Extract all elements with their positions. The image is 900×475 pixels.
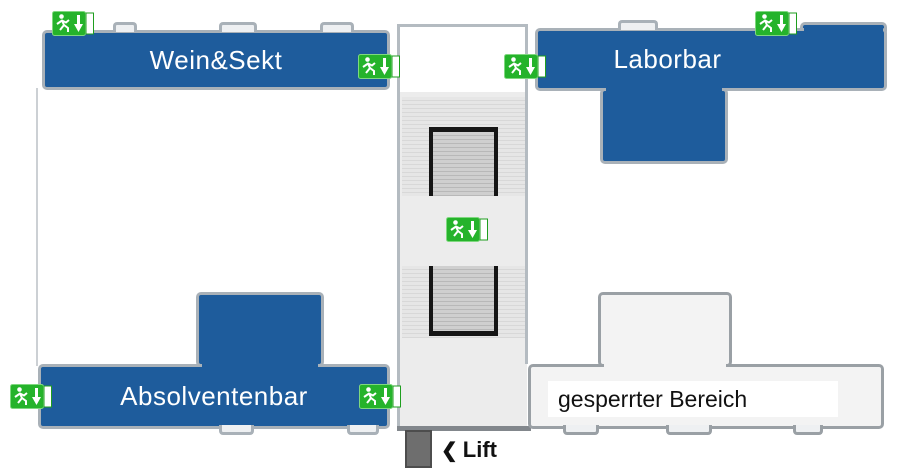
staircase-lower	[429, 266, 498, 336]
emergency-exit-icon	[359, 384, 401, 409]
room-label-text: Absolventenbar	[120, 381, 308, 411]
room-absolventenbar-extension	[196, 292, 324, 367]
emergency-exit-icon	[10, 384, 52, 409]
room-laborbar-step-join	[804, 26, 883, 34]
restricted-area-label-box: gesperrter Bereich	[548, 381, 838, 417]
door-notch	[320, 22, 354, 32]
door-notch	[113, 22, 137, 32]
room-laborbar	[535, 28, 887, 91]
emergency-exit-icon	[358, 54, 400, 79]
lift-label-text: Lift	[462, 437, 497, 462]
room-absolventenbar-join	[202, 360, 318, 370]
corridor-top-wall	[397, 24, 528, 27]
door-notch	[618, 20, 658, 30]
room-laborbar-join	[606, 84, 722, 94]
room-label-text: Wein&Sekt	[149, 44, 283, 75]
door-notch	[666, 425, 712, 435]
lift-label: ❮ Lift	[441, 436, 497, 464]
emergency-exit-icon	[504, 54, 546, 79]
emergency-exit-icon	[755, 11, 797, 36]
room-label-wein-sekt: Wein&Sekt	[42, 30, 390, 90]
room-wein-sekt	[42, 30, 390, 90]
room-label-absolventenbar: Absolventenbar	[38, 364, 390, 429]
hallway-bottom-wall	[397, 426, 531, 431]
room-label-laborbar: Laborbar	[535, 28, 800, 91]
corridor-left-wall	[397, 24, 400, 428]
restricted-area-join	[604, 360, 726, 370]
door-notch	[347, 425, 379, 435]
door-notch	[219, 22, 257, 32]
door-notch	[793, 425, 823, 435]
restricted-area-extension	[598, 292, 732, 367]
room-laborbar-extension	[600, 88, 728, 164]
emergency-exit-icon	[52, 11, 94, 36]
lift-shaft	[405, 430, 432, 468]
door-notch	[563, 425, 599, 435]
corridor-right-wall	[525, 24, 528, 364]
emergency-exit-icon	[446, 217, 488, 242]
lift-arrow-icon: ❮	[441, 439, 458, 462]
staircase-upper	[429, 127, 498, 196]
room-label-text: Laborbar	[613, 44, 722, 74]
left-outer-wall	[36, 88, 38, 366]
door-notch	[219, 425, 254, 435]
restricted-area-label: gesperrter Bereich	[558, 385, 748, 412]
